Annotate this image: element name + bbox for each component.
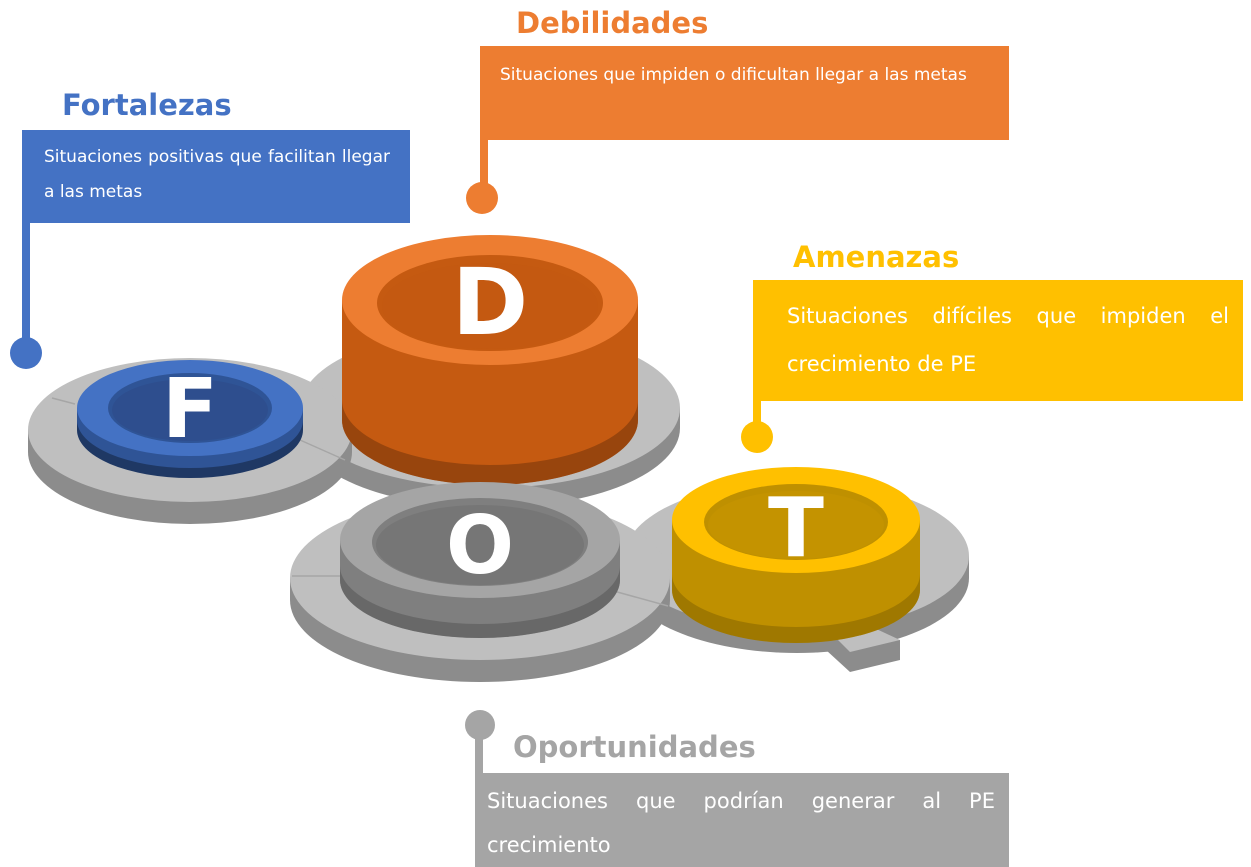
t-cylinder: T (672, 467, 920, 643)
f-letter: F (162, 362, 218, 457)
oportunidades-text: Situaciones que podrían generar al PE cr… (487, 789, 995, 857)
debilidades-pole (480, 140, 488, 190)
fortalezas-text: Situaciones positivas que facilitan lleg… (44, 147, 390, 202)
amenazas-box: Situaciones difíciles que impiden el cre… (753, 280, 1243, 401)
debilidades-box: Situaciones que impiden o dificultan lle… (480, 46, 1009, 140)
debilidades-text: Situaciones que impiden o dificultan lle… (500, 65, 967, 85)
debilidades-dot (466, 182, 498, 214)
d-letter: D (452, 249, 528, 356)
fortalezas-title: Fortalezas (62, 88, 232, 122)
fortalezas-box: Situaciones positivas que facilitan lleg… (22, 130, 410, 223)
debilidades-title: Debilidades (516, 6, 709, 40)
amenazas-pole (753, 401, 761, 431)
oportunidades-pole (475, 736, 483, 776)
fortalezas-dot (10, 337, 42, 369)
amenazas-dot (741, 421, 773, 453)
oportunidades-dot (465, 710, 495, 740)
o-letter: O (446, 499, 514, 592)
oportunidades-title: Oportunidades (513, 730, 756, 764)
o-cylinder: O (340, 482, 620, 638)
fortalezas-pole (22, 223, 30, 343)
d-cylinder: D (342, 235, 638, 485)
amenazas-text: Situaciones difíciles que impiden el cre… (787, 304, 1229, 376)
amenazas-title: Amenazas (793, 240, 960, 274)
f-cylinder: F (77, 360, 303, 478)
oportunidades-box: Situaciones que podrían generar al PE cr… (475, 773, 1009, 867)
t-letter: T (768, 481, 824, 576)
